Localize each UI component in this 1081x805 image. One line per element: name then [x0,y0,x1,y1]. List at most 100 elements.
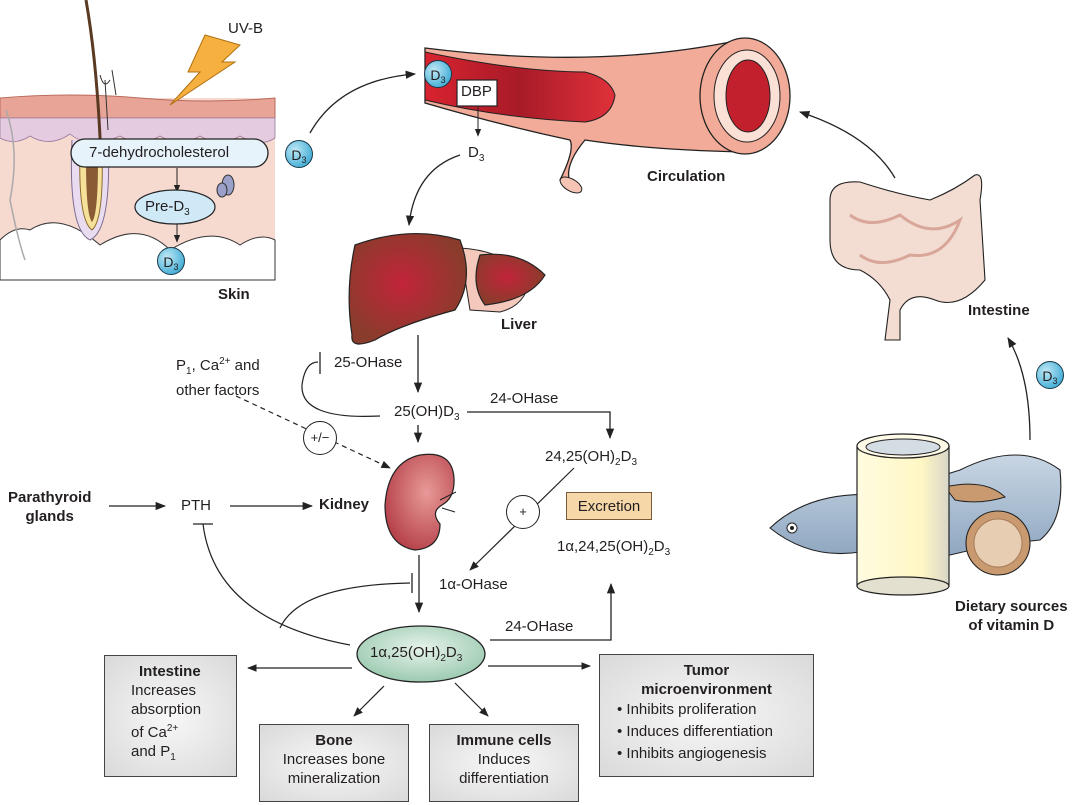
d3-sub: 3 [173,262,179,272]
precursor-pill [70,138,269,168]
intestine-organ-label: Intestine [968,302,1030,319]
enzyme-24-ohase-lower: 24-OHase [505,618,574,635]
d3-sub: 3 [301,155,307,165]
tumor-bullet-text: Inhibits angiogenesis [626,745,767,762]
arrow-to-immune-target [454,682,489,717]
m24-25-text: 24,25(OH) [545,448,616,465]
intestine-illustration [829,174,986,341]
pre-d3-label: Pre-D3 [145,198,190,222]
calcitriol-sub3: 3 [456,653,463,664]
enzyme-24-ohase-upper: 24-OHase [490,390,559,407]
m1a-24-25-d: D [653,538,665,555]
calcitriol-text: 1α,25(OH) [370,644,441,661]
target-line: of Ca [131,724,167,741]
dietary-sources-label: Dietary sources of vitamin D [955,597,1068,635]
calcidiol-label: 25(OH)D3 [394,403,460,427]
d3-text: D [430,67,441,83]
target-line: Increases [131,682,197,699]
target-box-immune: Immune cells Induces differentiation [429,724,579,802]
d3-text: D [163,254,174,270]
target-box-intestine: Intestine Increases absorption of Ca2+ a… [104,655,237,777]
arrow-intestine-to-circulation [799,110,896,179]
parathyroid-line2: glands [25,508,74,525]
d3-badge-circulation: D3 [424,60,452,88]
m24-25-sub2: 2 [615,457,621,468]
target-title: Intestine [139,663,201,680]
pre-d3-ellipse [134,189,216,225]
uvb-label: UV-B [228,20,264,37]
pre-d3-text: Pre-D [145,198,185,215]
d3-badge-released: D3 [285,140,313,168]
calcium-text: , Ca [191,357,220,374]
target-sub: 1 [170,752,176,763]
skin-label: Skin [218,286,250,303]
stimulation-symbol: + [506,495,540,529]
diet-line1: Dietary sources [955,598,1068,615]
blood-vessel-illustration [424,37,791,194]
skin-illustration [0,0,276,281]
parathyroid-label: Parathyroid glands [8,488,91,526]
d3-sub: 3 [1052,376,1058,386]
d3-text: D [1042,368,1053,384]
calcitriol-label: 1α,25(OH)2D3 [370,644,462,668]
phosphate-sub: 1 [186,366,192,377]
enzyme-1a-ohase: 1α-OHase [439,576,508,593]
feedback-inhibit-25ohase [301,361,381,418]
calcium-sup: 2+ [219,356,231,367]
arrow-24ohase-lower [490,582,616,641]
target-title: microenvironment [641,681,772,698]
target-line: mineralization [287,770,381,787]
target-line: Increases bone [282,751,386,768]
m1a-24-25-text: 1α,24,25(OH) [557,538,649,555]
target-title: Bone [315,732,353,749]
other-factors-text: other factors [176,382,260,399]
kidney-label: Kidney [319,496,370,513]
dbp-box [456,79,498,107]
parathyroid-line1: Parathyroid [8,489,92,506]
dietary-sources-illustration [769,433,1062,596]
tumor-bullet-text: Inhibits proliferation [626,701,757,718]
kidney-illustration [384,453,457,551]
released-d3-label: D3 [468,144,484,168]
m1a-24-25-sub3: 3 [664,547,671,558]
d3-sub: 3 [440,75,446,85]
d3-badge-skin: D3 [157,247,185,275]
feedback-inhibit-pth [202,523,351,646]
enzyme-25-ohase: 25-OHase [334,354,403,371]
arrow-skin-to-circulation [309,70,417,134]
dbp-label: DBP [461,83,492,100]
target-sup: 2+ [166,723,179,734]
liver-illustration [348,232,546,345]
target-line: absorption [131,701,202,718]
calcitriol-sub2: 2 [440,653,446,664]
d3-sub: 3 [478,153,485,164]
target-box-bone: Bone Increases bone mineralization [259,724,409,802]
d3-badge-dietary: D3 [1036,361,1064,389]
m1a-24-25-sub2: 2 [648,547,654,558]
calcidiol-text: 25(OH)D [394,403,455,420]
arrow-circulation-to-liver [405,154,461,227]
target-line: and P [131,743,171,760]
tumor-bullet: • Induces differentiation [617,723,773,740]
target-box-tumor: Tumor microenvironment • Inhibits prolif… [599,654,814,777]
modulation-symbol: +/− [303,421,337,455]
calcidiol-sub: 3 [454,412,460,423]
arrow-24ohase-upper [467,411,615,440]
d3-text: D [468,144,479,161]
tumor-bullet: • Inhibits angiogenesis [617,745,767,762]
metabolite-24-25: 24,25(OH)2D3 [545,448,637,472]
excretion-box: Excretion [566,492,652,520]
target-line: differentiation [459,770,549,787]
phosphate-text: P [176,357,187,374]
pre-d3-sub: 3 [184,207,190,218]
feedback-inhibit-1a-ohase [279,582,411,629]
regulators-label: P1, Ca2+ and other factors [176,352,260,400]
arrow-to-bone-target [353,685,385,717]
m24-25-d: D [620,448,632,465]
liver-label: Liver [501,316,537,333]
diet-line2: of vitamin D [968,617,1055,634]
m24-25-sub3: 3 [631,457,637,468]
tumor-bullet: • Inhibits proliferation [617,701,757,718]
target-title: Immune cells [456,732,552,749]
